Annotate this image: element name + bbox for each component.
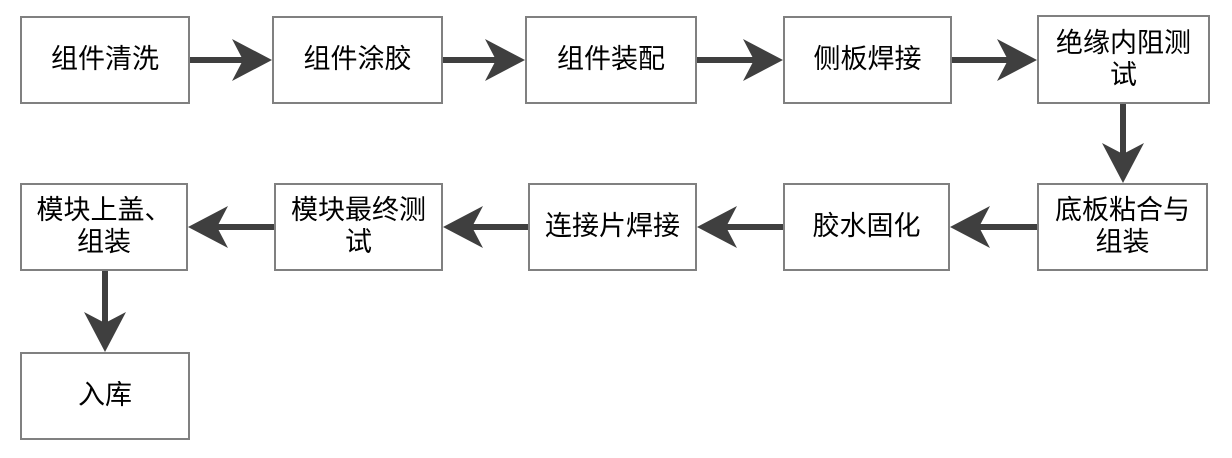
edge-n5-n6: [1102, 104, 1144, 183]
process-node-zujianzhuangpei[interactable]: 组件装配: [525, 16, 697, 104]
process-node-dibanzhanhe[interactable]: 底板粘合与 组装: [1037, 183, 1208, 271]
process-node-ruku[interactable]: 入库: [20, 352, 190, 440]
process-node-mokuaizuizhongceshi[interactable]: 模块最终测 试: [274, 183, 443, 271]
process-node-zujiantujiao[interactable]: 组件涂胶: [272, 16, 443, 104]
process-node-jiaoshuiguhua[interactable]: 胶水固化: [783, 183, 950, 271]
edge-n7-n8: [697, 206, 783, 248]
process-node-mokuaishanggai[interactable]: 模块上盖、 组装: [20, 183, 188, 271]
process-node-zujianqingxi[interactable]: 组件清洗: [20, 16, 190, 104]
edge-n6-n7: [950, 206, 1037, 248]
process-node-lianjiepianhanjie[interactable]: 连接片焊接: [528, 183, 697, 271]
edge-n9-n10: [188, 206, 274, 248]
edge-n3-n4: [697, 39, 783, 81]
process-node-cebanhanjie[interactable]: 侧板焊接: [783, 16, 952, 104]
edge-n1-n2: [190, 39, 272, 81]
edge-n4-n5: [952, 39, 1037, 81]
process-node-jueyuanneizuceshi[interactable]: 绝缘内阻测 试: [1037, 15, 1210, 104]
edge-n10-n11: [84, 271, 126, 352]
edge-n8-n9: [443, 206, 528, 248]
edge-n2-n3: [443, 39, 525, 81]
